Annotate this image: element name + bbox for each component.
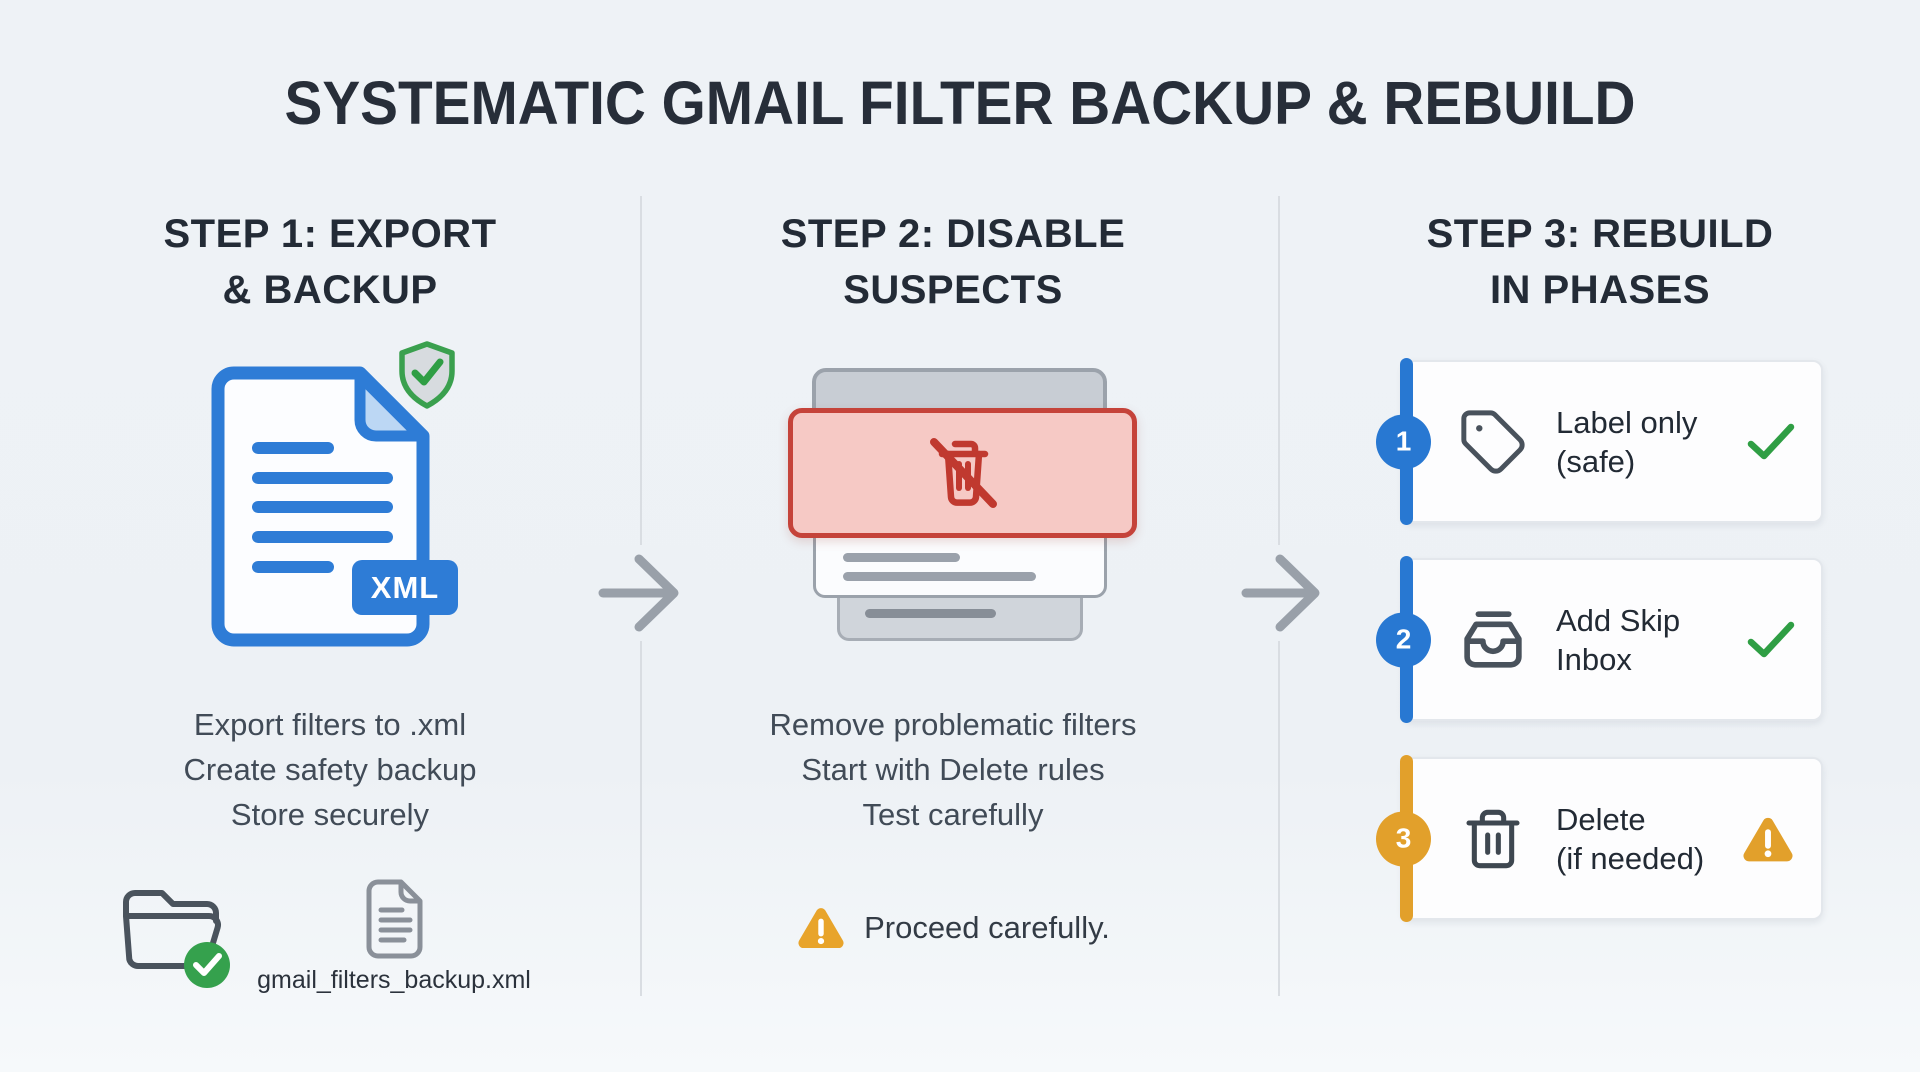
step2-bullet-1: Remove problematic filters (769, 707, 1137, 742)
page-title: SYSTEMATIC GMAIL FILTER BACKUP & REBUILD (284, 69, 1636, 137)
step2-bullet-2: Start with Delete rules (801, 752, 1105, 787)
phase-card-3: 3 Delete (if needed) (1376, 755, 1823, 922)
filter-line (865, 609, 996, 618)
step1-bullet-3: Store securely (230, 797, 430, 832)
step1-heading: STEP 1: EXPORT & BACKUP (80, 206, 580, 318)
tag-icon (1456, 407, 1530, 477)
phase1-number-badge: 1 (1376, 414, 1431, 469)
shield-check-icon (399, 341, 455, 409)
check-icon (1747, 620, 1795, 660)
caution-note-text: Proceed carefully. (864, 909, 1110, 945)
phase2-label-line2: Inbox (1556, 641, 1632, 677)
inbox-icon (1456, 604, 1530, 676)
phase3-label-line1: Delete (1556, 801, 1646, 837)
warning-triangle-icon (798, 908, 844, 949)
phase3-number-badge: 3 (1376, 811, 1431, 866)
file-icon (366, 879, 423, 959)
step3-heading: STEP 3: REBUILD IN PHASES (1350, 206, 1850, 318)
step1-heading-line1: STEP 1: EXPORT (163, 212, 497, 256)
step3-heading-line2: IN PHASES (1489, 268, 1711, 312)
backup-filename: gmail_filters_backup.xml (257, 966, 531, 994)
folder-check-icon (123, 890, 230, 988)
arrow-right-icon (1238, 545, 1368, 641)
phase-card-1: 1 Label only (safe) (1376, 358, 1823, 525)
trash-icon (1456, 807, 1530, 871)
phase2-label: Add Skip Inbox (1556, 601, 1680, 679)
step1-bullets: Export filters to .xml Create safety bac… (80, 702, 580, 837)
step2-heading: STEP 2: DISABLE SUSPECTS (703, 206, 1203, 318)
step1-heading-line2: & BACKUP (222, 268, 438, 312)
phase3-label-line2: (if needed) (1556, 840, 1705, 876)
disabled-rule-banner (788, 408, 1137, 538)
disable-filters-illustration (770, 360, 1150, 650)
filter-line (843, 553, 960, 562)
xml-export-illustration: XML (170, 340, 470, 650)
caution-note: Proceed carefully. (703, 905, 1203, 950)
step2-bullets: Remove problematic filters Start with De… (703, 702, 1203, 837)
step1-bullet-2: Create safety backup (183, 752, 477, 787)
warning-triangle-icon (1741, 814, 1795, 863)
xml-badge: XML (352, 560, 458, 615)
phase2-label-line1: Add Skip (1556, 602, 1681, 638)
disabled-trash-icon (929, 438, 997, 508)
filter-line (843, 572, 1036, 581)
phase3-label: Delete (if needed) (1556, 800, 1704, 878)
phase-card-2: 2 Add Skip Inbox (1376, 556, 1823, 723)
phase1-label-line2: (safe) (1556, 443, 1636, 479)
step2-heading-line1: STEP 2: DISABLE (780, 212, 1126, 256)
phase1-label-line1: Label only (1556, 404, 1698, 440)
phase1-label: Label only (safe) (1556, 403, 1697, 481)
phase2-number-badge: 2 (1376, 612, 1431, 667)
step2-bullet-3: Test carefully (862, 797, 1044, 832)
step1-bullet-1: Export filters to .xml (193, 707, 467, 742)
check-icon (1747, 422, 1795, 462)
step3-heading-line1: STEP 3: REBUILD (1426, 212, 1774, 256)
filter-card-peek (837, 598, 1083, 641)
arrow-right-icon (575, 545, 705, 641)
step2-heading-line2: SUSPECTS (843, 268, 1063, 312)
